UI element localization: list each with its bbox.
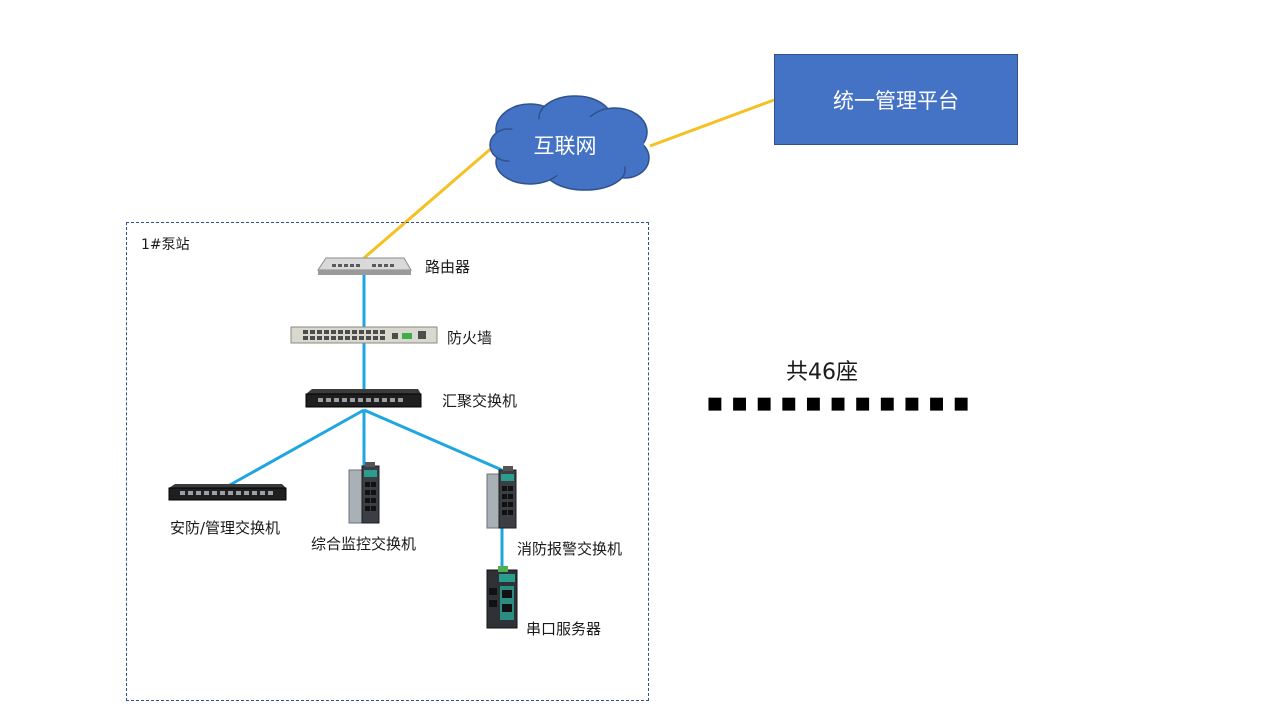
fire-alarm-switch-icon	[486, 466, 517, 529]
security-switch-icon	[168, 484, 287, 501]
pump-station-boundary	[126, 222, 649, 701]
serial-server-icon	[486, 566, 518, 629]
pump-station-label: 1#泵站	[141, 237, 190, 253]
router-label: 路由器	[425, 258, 471, 276]
ellipsis-dots: ▪▪▪▪▪▪▪▪▪▪▪	[706, 388, 977, 418]
router-icon	[317, 257, 412, 275]
link-aggregation-security	[227, 408, 365, 488]
firewall-icon	[290, 326, 438, 344]
aggregation-switch-label: 汇聚交换机	[442, 392, 518, 410]
fire-alarm-switch-label: 消防报警交换机	[517, 540, 623, 558]
cloud-body	[500, 116, 644, 176]
total-stations-label: 共46座	[786, 360, 858, 385]
internet-label: 互联网	[533, 134, 597, 158]
link-router-internet	[363, 144, 495, 260]
link-aggregation-firealarm	[363, 408, 503, 472]
aggregation-switch-icon	[305, 389, 422, 408]
security-switch-label: 安防/管理交换机	[170, 519, 281, 537]
management-platform-label: 统一管理平台	[833, 88, 959, 113]
management-platform-box: 统一管理平台	[774, 54, 1018, 145]
firewall-label: 防火墙	[447, 329, 493, 347]
monitoring-switch-icon	[348, 462, 380, 524]
link-internet-platform	[649, 98, 775, 148]
serial-server-label: 串口服务器	[526, 620, 602, 638]
monitoring-switch-label: 综合监控交换机	[311, 535, 417, 553]
